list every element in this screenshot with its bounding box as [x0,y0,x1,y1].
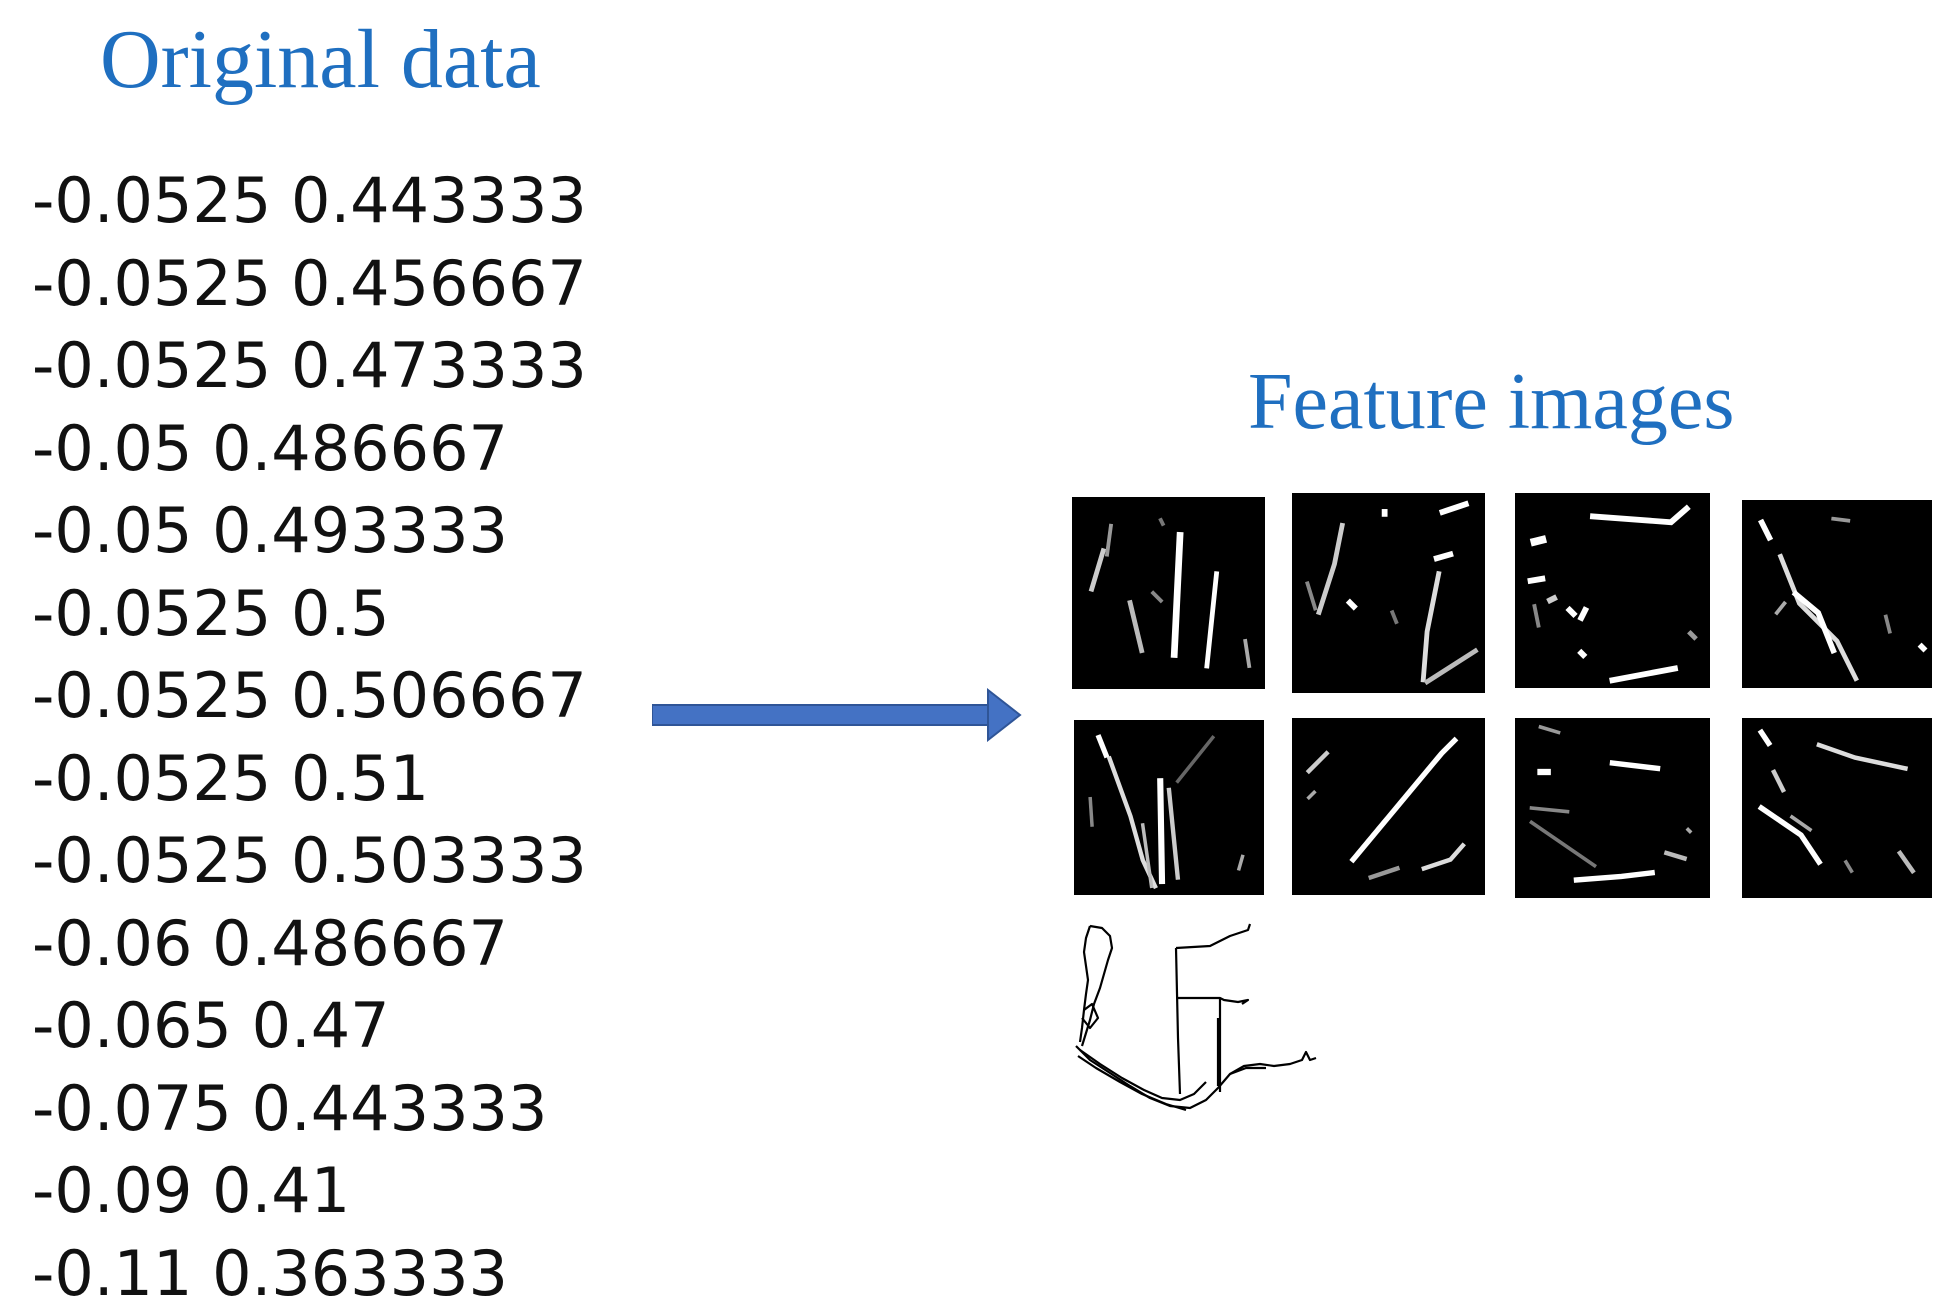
right-arrow [652,688,1022,742]
feature-image-6 [1292,718,1485,895]
data-row: -0.0525 0.473333 [32,329,587,402]
data-row: -0.05 0.486667 [32,411,508,485]
data-row: -0.0525 0.456667 [32,246,587,320]
feature-image-8 [1742,718,1932,898]
data-row: -0.11 0.363333 [32,1236,508,1310]
data-row: -0.06 0.486667 [32,906,508,980]
feature-images-title: Feature images [1248,358,1735,446]
feature-image-4 [1742,500,1932,688]
trajectory-drawing [1075,923,1317,1112]
data-row: -0.0525 0.5 [32,576,390,650]
data-row: -0.0525 0.443333 [32,164,587,237]
data-row: -0.075 0.443333 [32,1071,548,1145]
feature-image-3 [1515,493,1710,688]
original-data-title: Original data [100,13,541,106]
feature-image-1 [1072,497,1265,689]
data-row: -0.065 0.47 [32,989,390,1062]
data-row: -0.05 0.493333 [32,494,508,567]
original-data-list: -0.0525 0.443333 -0.0525 0.456667 -0.052… [32,160,587,1315]
feature-image-7 [1515,718,1710,898]
data-row: -0.09 0.41 [32,1154,351,1227]
data-row: -0.0525 0.503333 [32,824,587,897]
data-row: -0.0525 0.506667 [32,659,587,732]
data-row: -0.0525 0.51 [32,741,430,815]
feature-image-2 [1292,493,1485,693]
feature-image-5 [1074,720,1264,895]
